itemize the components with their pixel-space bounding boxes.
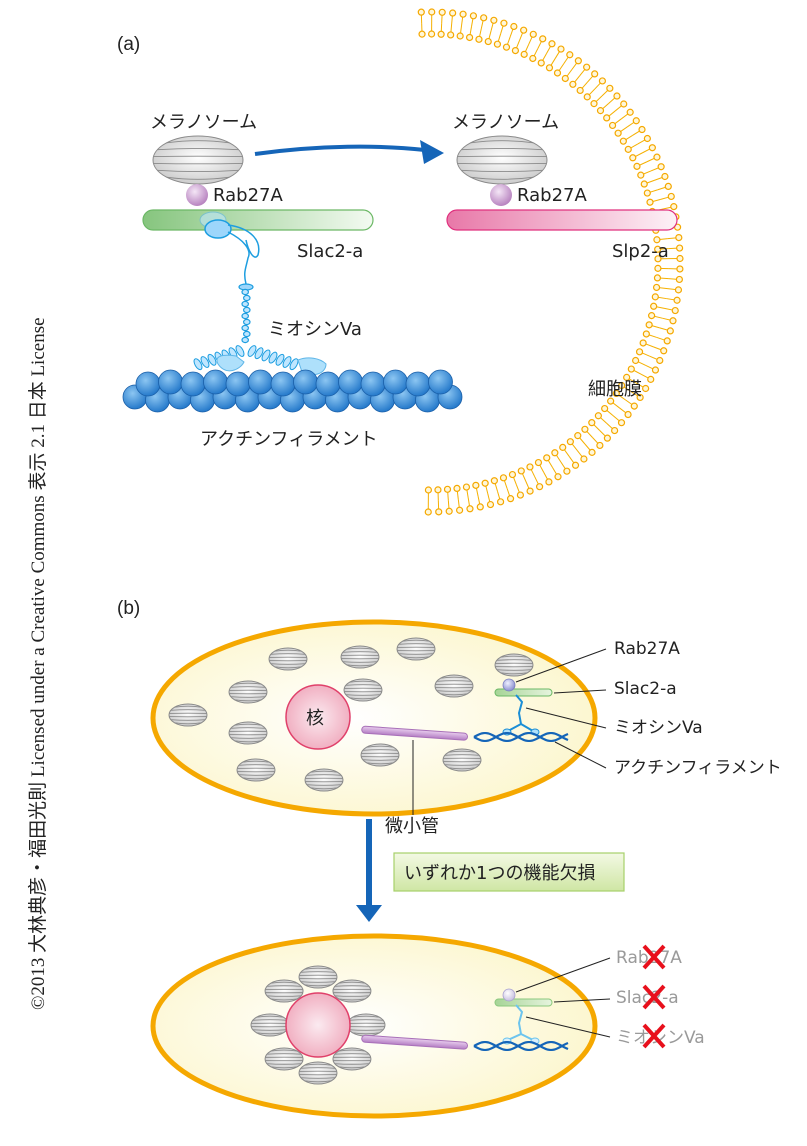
callout-myosin-va: ミオシンVa	[614, 718, 703, 738]
actin-filament	[122, 369, 463, 413]
melanosome-icon	[346, 1013, 386, 1037]
microtubule-label: 微小管	[385, 816, 439, 837]
melanosome-right	[456, 135, 548, 185]
actin-filament-label: アクチンフィラメント	[200, 429, 378, 450]
rab27a-label-left: Rab27A	[213, 185, 283, 206]
plasma-membrane	[417, 8, 684, 516]
nucleus-label: 核	[306, 708, 324, 729]
callout-rab27a-defective: Rab27A	[616, 948, 682, 968]
melanosome-icon	[298, 965, 338, 989]
melanosome-icon	[152, 135, 244, 185]
knockout-x-icon	[642, 944, 666, 970]
melanosome-icon	[343, 678, 383, 702]
melanosome-icon	[228, 721, 268, 745]
melanosome-icon	[264, 979, 304, 1003]
actin-helix-normal	[473, 731, 569, 743]
melanosome-icon	[298, 1061, 338, 1085]
loss-of-function-box	[393, 852, 625, 892]
microtubule	[361, 725, 469, 741]
callout-rab27a: Rab27A	[614, 639, 680, 659]
melanosome-left	[152, 135, 244, 185]
callout-leaders-normal	[515, 648, 607, 769]
callout-slac2a: Slac2-a	[614, 679, 677, 699]
melanosome-icon	[494, 653, 534, 677]
knockout-x-icon	[642, 984, 666, 1010]
callout-myosin-va-defective: ミオシンVa	[616, 1028, 705, 1048]
translocation-arrow	[254, 140, 444, 164]
microtubule-defective	[361, 1034, 469, 1050]
callout-leaders-defective	[515, 957, 611, 1038]
knockout-x-icon	[642, 1023, 666, 1049]
plasma-membrane-label: 細胞膜	[588, 379, 642, 400]
nucleus	[285, 684, 351, 750]
melanosome-icon	[434, 674, 474, 698]
panel-a-label: (a)	[117, 34, 140, 55]
myosin-va-label: ミオシンVa	[268, 319, 362, 340]
slac2a-bar	[142, 209, 374, 231]
melanosome-icon	[456, 135, 548, 185]
loss-of-function-text: いずれか1つの機能欠損	[404, 863, 595, 884]
callout-actin-filament: アクチンフィラメント	[614, 758, 782, 778]
panel-b-label: (b)	[117, 598, 140, 619]
rab27a-sphere-right	[490, 184, 512, 206]
melanosome-icon	[360, 743, 400, 767]
slp2a-label: Slp2-a	[612, 241, 669, 262]
melanosome-icon	[332, 1047, 372, 1071]
knockout-marks	[642, 944, 666, 1049]
melanosome-label-right: メラノソーム	[452, 112, 559, 133]
slac2a-label: Slac2-a	[297, 241, 363, 262]
melanosome-icon	[168, 703, 208, 727]
rab27a-sphere-left	[186, 184, 208, 206]
melanosomes-dispersed	[168, 637, 534, 792]
melanosomes-perinuclear	[250, 965, 386, 1085]
melanosome-icon	[332, 979, 372, 1003]
slp2a-bar	[446, 209, 678, 231]
melanosome-icon	[228, 680, 268, 704]
loss-of-function-arrow	[356, 819, 382, 922]
transport-complex-defective	[494, 988, 553, 1045]
melanosome-icon	[442, 748, 482, 772]
melanosome-icon	[250, 1013, 290, 1037]
melanosome-icon	[304, 768, 344, 792]
myosin-va	[193, 211, 327, 376]
callout-slac2a-defective: Slac2-a	[616, 988, 679, 1008]
actin-helix-defective	[473, 1040, 569, 1052]
melanosome-icon	[236, 758, 276, 782]
melanosome-icon	[264, 1047, 304, 1071]
melanosome-icon	[396, 637, 436, 661]
nucleus-defective	[285, 992, 351, 1058]
melanosome-icon	[340, 645, 380, 669]
melanosome-label-left: メラノソーム	[150, 112, 257, 133]
rab27a-label-right: Rab27A	[517, 185, 587, 206]
melanosome-icon	[268, 647, 308, 671]
